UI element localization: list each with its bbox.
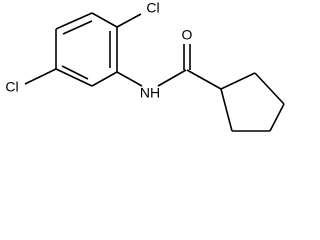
chemical-structure-diagram: Cl Cl NH O: [5, 0, 285, 132]
bond-ring-to-cl-left: [24, 68, 57, 85]
chlorine-top-label: Cl: [146, 0, 159, 16]
cyclopentane-bond-1: [220, 72, 256, 90]
ring-bond-lower-left: [55, 68, 93, 87]
ring-double-bond-inner-3: [61, 65, 89, 80]
ring-bond-upper-left: [55, 12, 93, 30]
cyclopentane-ring: [220, 72, 285, 132]
cyclopentane-bond-5: [220, 88, 233, 132]
ring-bond-lower-right: [91, 71, 118, 87]
ring-bond-top: [91, 12, 118, 28]
ring-double-bond-inner-1: [62, 20, 93, 35]
nitrogen-hydrogen-label: NH: [140, 85, 160, 101]
oxygen-label: O: [182, 27, 193, 43]
bond-ring-to-cl-top: [116, 13, 142, 28]
benzene-ring: [55, 12, 118, 87]
cyclopentane-bond-2: [254, 72, 285, 105]
bond-carbonyl-to-cyclopentane: [186, 69, 222, 90]
chlorine-left-label: Cl: [5, 79, 18, 95]
bond-nh-to-carbonyl: [157, 69, 187, 87]
bond-ring-to-nh: [116, 71, 143, 87]
cyclopentane-bond-3: [269, 103, 285, 132]
